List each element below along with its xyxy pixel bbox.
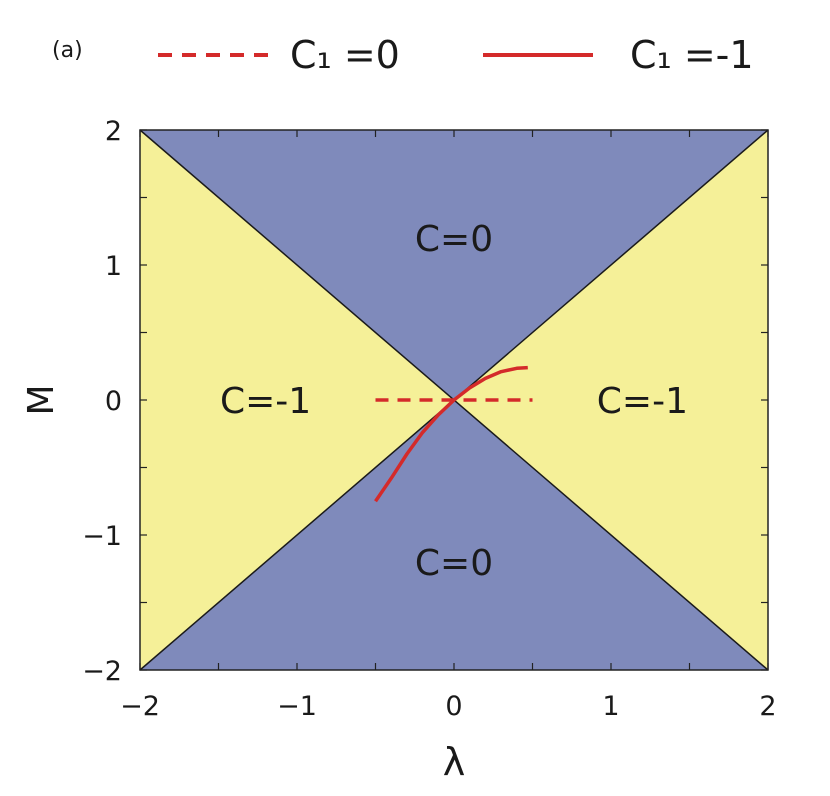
y-tick-label: −2 <box>82 656 122 687</box>
region-left <box>140 130 454 670</box>
phase-regions <box>140 130 768 670</box>
region-label-bottom: C=0 <box>415 543 493 584</box>
legend-label-dashed: C₁ =0 <box>290 33 400 77</box>
x-tick-labels: −2 −1 0 1 2 <box>120 691 777 722</box>
series-line-solid <box>374 365 528 503</box>
y-tick-labels: −2 −1 0 1 2 <box>82 116 122 687</box>
x-tick-label: −1 <box>277 691 317 722</box>
region-label-right: C=-1 <box>597 381 688 422</box>
region-bottom <box>140 400 768 670</box>
axis-ticks <box>139 129 769 671</box>
x-tick-label: 1 <box>602 691 619 722</box>
region-label-top: C=0 <box>415 219 493 260</box>
y-tick-label: 2 <box>105 116 122 147</box>
x-tick-label: 0 <box>445 691 462 722</box>
panel-label: (a) <box>52 38 83 63</box>
x-axis-label: λ <box>443 740 466 784</box>
y-axis-label: M <box>21 384 62 415</box>
region-label-left: C=-1 <box>220 381 311 422</box>
data-series <box>374 365 533 503</box>
legend-label-solid: C₁ =-1 <box>630 33 754 77</box>
y-tick-label: 0 <box>105 386 122 417</box>
y-tick-label: −1 <box>82 521 122 552</box>
x-tick-label: 2 <box>759 691 776 722</box>
region-right <box>454 130 768 670</box>
region-top <box>140 130 768 400</box>
legend: C₁ =0 C₁ =-1 <box>158 33 754 77</box>
x-tick-label: −2 <box>120 691 160 722</box>
y-tick-label: 1 <box>105 251 122 282</box>
